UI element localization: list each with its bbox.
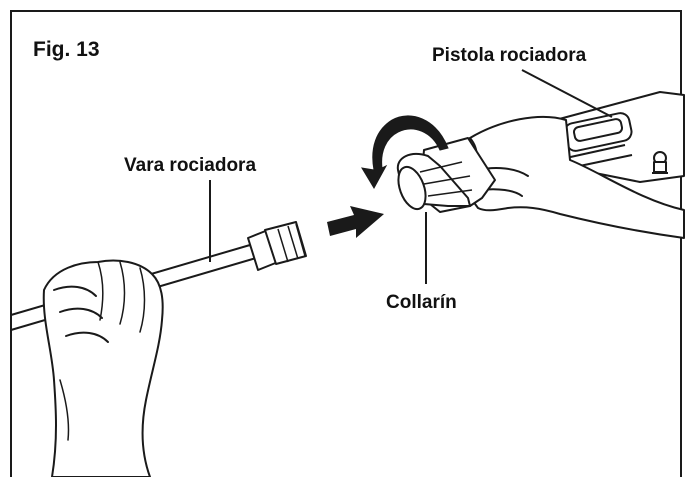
figure-title: Fig. 13 <box>33 38 100 62</box>
label-spray-gun: Pistola rociadora <box>432 45 586 67</box>
insert-arrow-icon <box>327 206 384 238</box>
hand-on-wand <box>44 261 163 477</box>
label-collar: Collarín <box>386 292 457 314</box>
leader-spray-gun <box>522 70 612 117</box>
label-spray-wand: Vara rociadora <box>124 155 256 177</box>
